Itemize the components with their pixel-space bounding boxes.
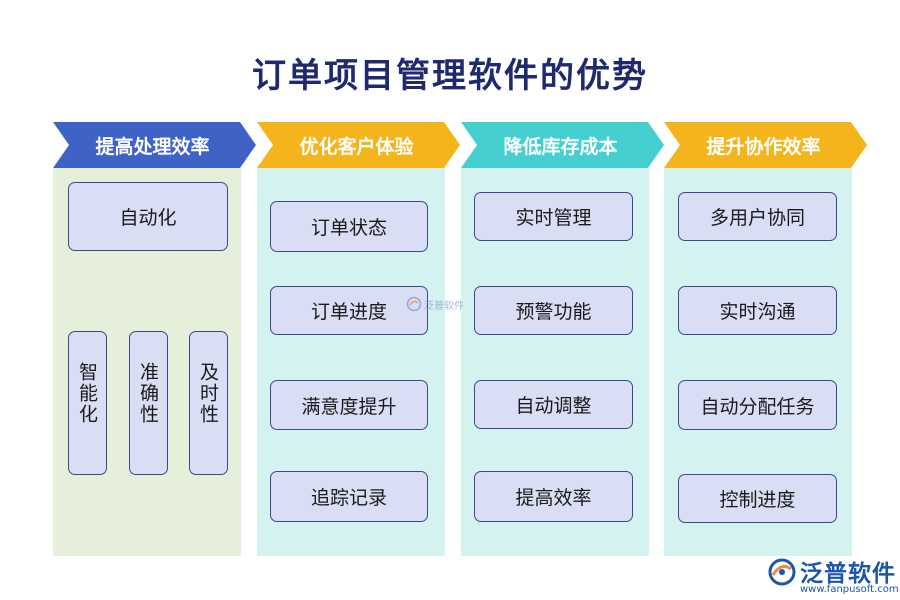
column-customer-experience: 优化客户体验 订单状态 订单进度 满意度提升 追踪记录 <box>257 122 462 556</box>
item-box: 自动分配任务 <box>678 380 837 430</box>
item-box-timeliness: 及时性 <box>189 331 228 475</box>
fanpu-logo-icon <box>406 296 422 312</box>
item-label: 及时性 <box>197 362 219 425</box>
watermark: 泛普软件 <box>406 296 464 312</box>
item-label: 智能化 <box>76 362 98 425</box>
item-box-automation: 自动化 <box>68 182 228 251</box>
column-header: 提升协作效率 <box>664 122 867 168</box>
brand-logo: 泛普软件 www.fanpusoft.com <box>766 552 899 598</box>
page-title: 订单项目管理软件的优势 <box>252 56 648 96</box>
brand-url: www.fanpusoft.com <box>800 584 899 595</box>
item-box: 多用户协同 <box>678 192 837 241</box>
brand-name: 泛普软件 <box>800 561 896 587</box>
column-collaboration-efficiency: 提升协作效率 多用户协同 实时沟通 自动分配任务 控制进度 <box>664 122 869 556</box>
item-box: 自动调整 <box>474 380 633 429</box>
column-processing-efficiency: 提高处理效率 自动化 智能化 准确性 及时性 <box>53 122 258 556</box>
item-box: 提高效率 <box>474 471 633 522</box>
item-box: 追踪记录 <box>270 471 428 522</box>
item-label: 准确性 <box>137 362 159 425</box>
watermark-text: 泛普软件 <box>424 300 464 312</box>
item-box: 实时管理 <box>474 192 633 241</box>
item-box: 预警功能 <box>474 286 633 335</box>
column-header: 降低库存成本 <box>461 122 664 168</box>
column-header: 提高处理效率 <box>53 122 256 168</box>
item-box: 满意度提升 <box>270 380 428 430</box>
item-box: 订单进度 <box>270 286 428 335</box>
item-box-intelligent: 智能化 <box>68 331 107 475</box>
item-box: 实时沟通 <box>678 286 837 335</box>
column-header: 优化客户体验 <box>257 122 460 168</box>
item-box: 订单状态 <box>270 201 428 252</box>
fanpu-logo-icon <box>768 558 796 586</box>
column-inventory-cost: 降低库存成本 实时管理 预警功能 自动调整 提高效率 <box>461 122 666 556</box>
item-box: 控制进度 <box>678 474 837 523</box>
item-box-accuracy: 准确性 <box>129 331 168 475</box>
